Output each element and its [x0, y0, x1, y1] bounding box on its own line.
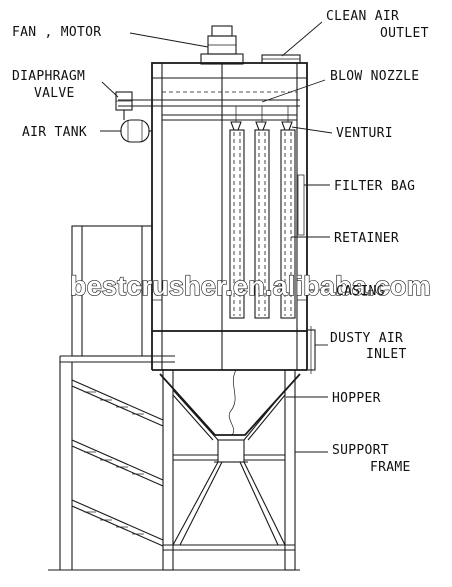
label-clean-air-outlet-line1: CLEAN AIR — [326, 9, 399, 24]
label-blow-nozzle: BLOW NOZZLE — [330, 69, 419, 84]
label-dusty-air-inlet-line1: DUSTY AIR — [330, 331, 403, 346]
filter-bags-drawing — [229, 121, 296, 319]
label-diaphragm-valve-line1: DIAPHRAGM — [12, 69, 85, 84]
clean-air-outlet-drawing — [261, 54, 301, 64]
dusty-air-inlet-drawing — [306, 326, 316, 374]
label-casing: CASING — [336, 284, 385, 299]
label-support-frame-line2: FRAME — [370, 460, 411, 475]
watermark-text: bestcrusher.en.alibaba.com — [70, 271, 431, 301]
label-fan-motor: FAN , MOTOR — [12, 25, 101, 40]
label-venturi: VENTURI — [336, 126, 393, 141]
label-air-tank: AIR TANK — [22, 125, 87, 140]
label-support-frame-line1: SUPPORT — [332, 443, 389, 458]
leader-lines — [100, 21, 333, 453]
casing-drawing — [151, 62, 308, 332]
label-dusty-air-inlet-line2: INLET — [366, 347, 407, 362]
label-clean-air-outlet-line2: OUTLET — [380, 26, 429, 41]
label-retainer: RETAINER — [334, 231, 399, 246]
label-filter-bag: FILTER BAG — [334, 179, 415, 194]
support-frame-drawing — [150, 369, 300, 571]
platform-stairs-drawing — [48, 225, 175, 571]
blow-pipe-drawing — [118, 91, 300, 122]
label-diaphragm-valve-line2: VALVE — [34, 86, 75, 101]
diaphragm-valve-drawing — [115, 91, 133, 120]
air-tank-drawing — [120, 119, 152, 143]
label-hopper: HOPPER — [332, 391, 381, 406]
